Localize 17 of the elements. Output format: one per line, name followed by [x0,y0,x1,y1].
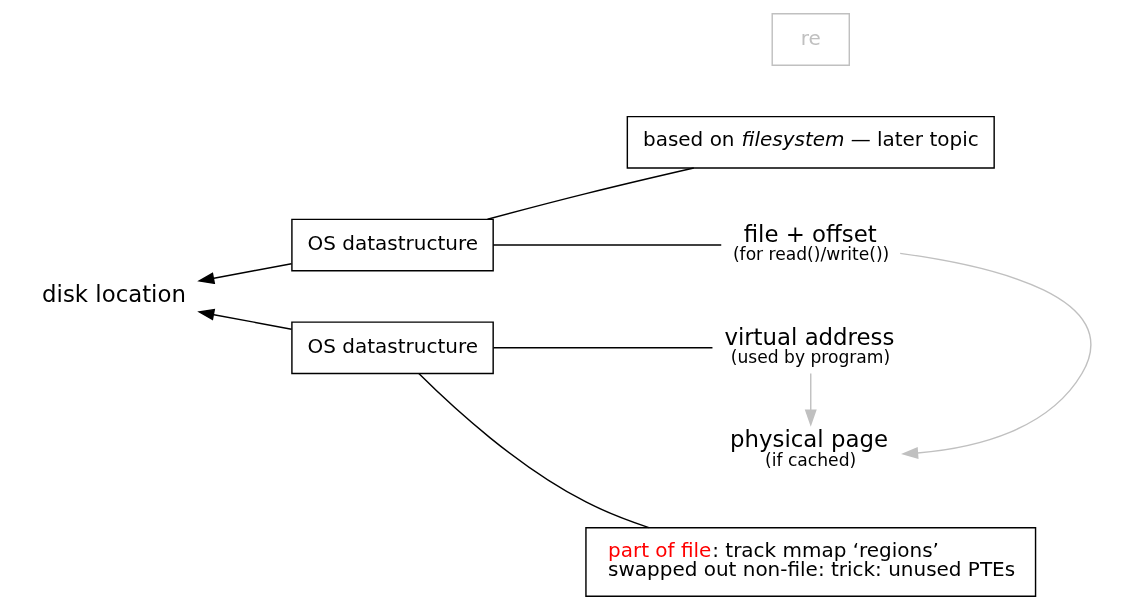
connector [492,244,722,246]
connector [418,372,650,529]
node-text: file + offset (for read()/write()) [732,220,890,265]
node-box: part of file: track mmap ‘regions’ swapped out non-file: trick: unused PTEs [585,526,1037,597]
connector [486,167,695,220]
node-text: physical page (if cached) [730,426,888,470]
node-text: virtual address (used by program) [724,323,895,367]
connector [492,347,714,349]
node-text: disk location [42,280,186,307]
arrow [197,262,293,285]
arrow [197,308,293,330]
arrow [804,372,817,427]
arrow [899,252,1092,459]
node-box: re [771,13,850,66]
node-box: based on filesystem — later topic [626,115,995,169]
node-box: OS datastructure [291,321,494,375]
node-box: OS datastructure [291,218,494,272]
